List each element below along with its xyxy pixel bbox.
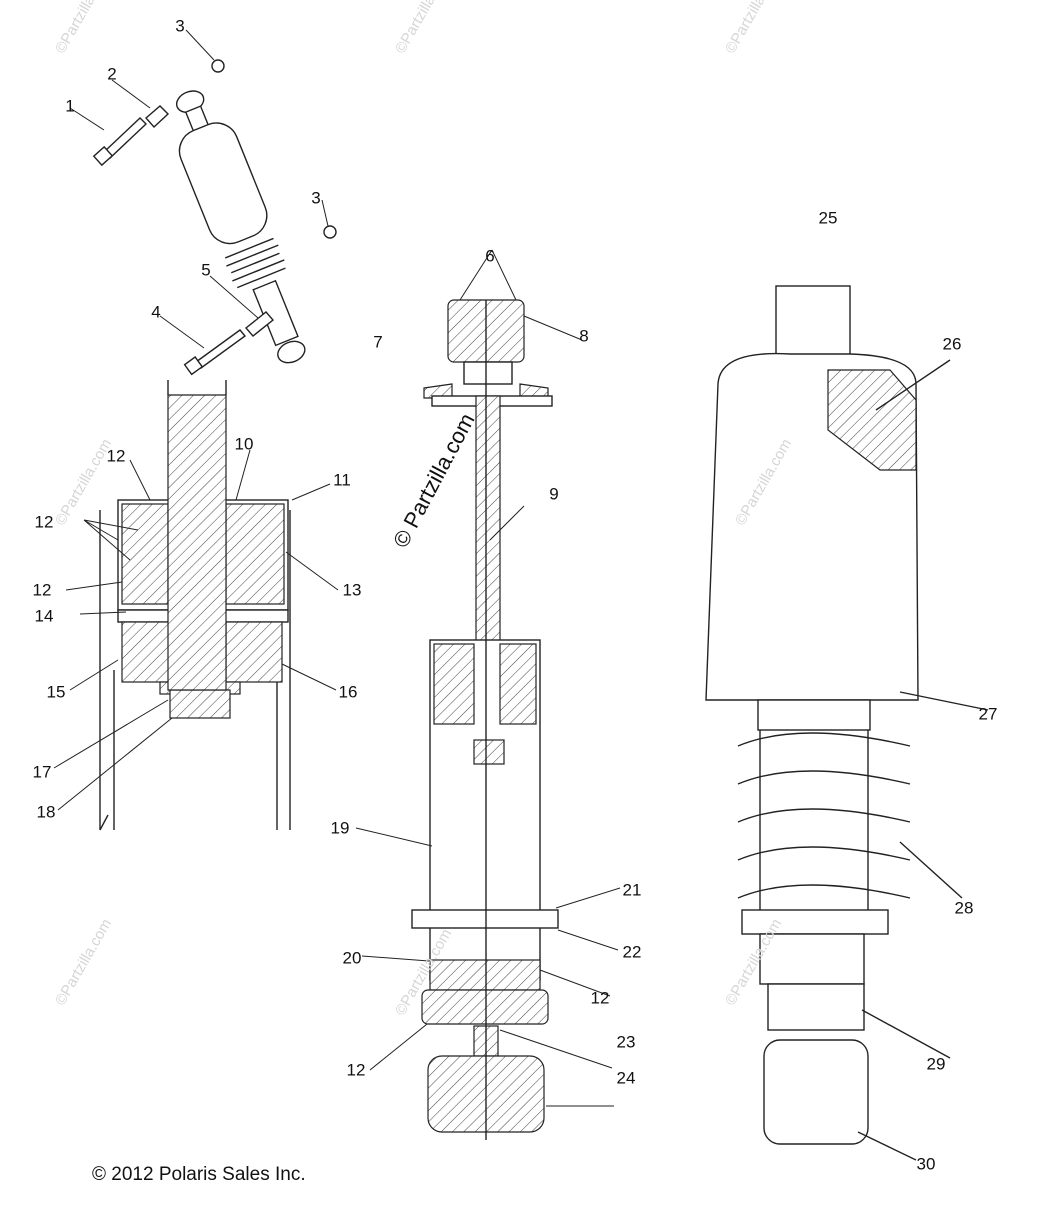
- callout-26: 26: [942, 334, 962, 354]
- callout-22: 22: [622, 942, 642, 962]
- callout-30: 30: [916, 1154, 936, 1174]
- bolt-1: [92, 117, 148, 167]
- callout-29: 29: [926, 1054, 946, 1074]
- callout-10: 10: [234, 434, 254, 454]
- callout-17: 17: [32, 762, 52, 782]
- callout-1: 1: [65, 96, 75, 116]
- bolt-4: [183, 329, 247, 376]
- nut-3-right: [323, 225, 337, 239]
- callout-27: 27: [978, 704, 998, 724]
- callout-12-b: 12: [34, 512, 54, 532]
- copyright-text: © 2012 Polaris Sales Inc.: [92, 1164, 306, 1185]
- callout-15: 15: [46, 682, 66, 702]
- callout-12-c: 12: [32, 580, 52, 600]
- callout-5: 5: [201, 260, 211, 280]
- callout-3-right: 3: [311, 188, 321, 208]
- bushing-2: [145, 105, 170, 128]
- right-shock-assembled: [705, 285, 989, 1161]
- callout-21: 21: [622, 880, 642, 900]
- callout-11: 11: [333, 470, 351, 490]
- callout-24: 24: [616, 1068, 636, 1088]
- callout-4: 4: [151, 302, 161, 322]
- callout-18: 18: [36, 802, 56, 822]
- center-shock-section: [355, 249, 621, 1140]
- small-shock-assembly: [69, 29, 337, 376]
- callout-2: 2: [107, 64, 117, 84]
- callout-12-e: 12: [346, 1060, 366, 1080]
- callout-12-a: 12: [106, 446, 126, 466]
- callout-3-top: 3: [175, 16, 185, 36]
- valve-detail-section: [53, 380, 339, 831]
- callout-6: 6: [485, 246, 495, 266]
- callout-9: 9: [549, 484, 559, 504]
- callout-25: 25: [818, 208, 838, 228]
- callout-13: 13: [342, 580, 362, 600]
- callout-8: 8: [579, 326, 589, 346]
- nut-3-top: [211, 59, 225, 73]
- callout-14: 14: [34, 606, 54, 626]
- callout-20: 20: [342, 948, 362, 968]
- callout-23: 23: [616, 1032, 636, 1052]
- callout-12-d: 12: [590, 988, 610, 1008]
- callout-28: 28: [954, 898, 974, 918]
- callout-19: 19: [330, 818, 350, 838]
- callout-16: 16: [338, 682, 358, 702]
- callout-7: 7: [373, 332, 383, 352]
- bushing-5: [244, 311, 275, 337]
